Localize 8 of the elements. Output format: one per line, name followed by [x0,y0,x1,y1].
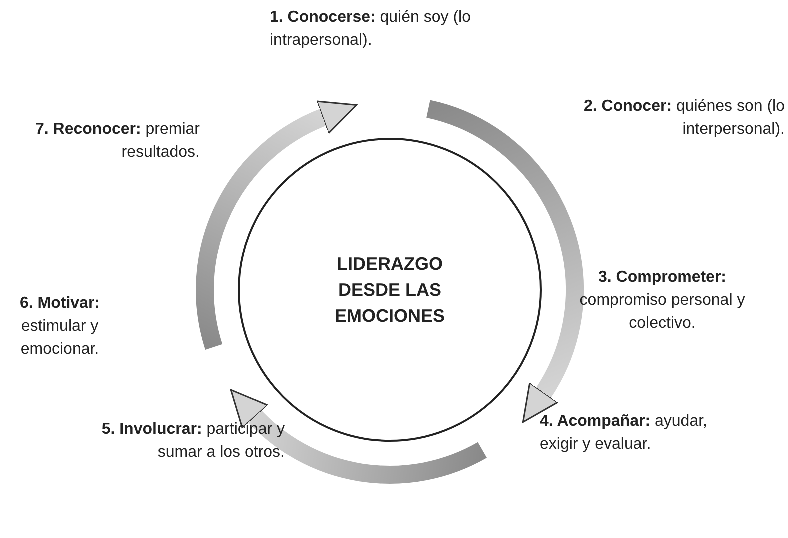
step-text: 2. Conocer: quiénes son (lo interpersonal). [560,95,785,141]
step-text: 4. Acompañar: ayudar, exigir y evaluar. [540,410,740,456]
step-text: 7. Reconocer: premiar resultados. [5,118,200,164]
step-text: 5. Involucrar: participar y sumar a los otros. [60,418,285,464]
step-text: 3. Comprometer: compromiso personal y colectivo. [560,266,765,335]
step-text: 1. Conocerse: quién soy (lo intrapersonal). [270,6,500,52]
center-title: LIDERAZGO DESDE LAS EMOCIONES [334,253,446,328]
step-text: 6. Motivar: estimular y emocionar. [5,292,115,361]
